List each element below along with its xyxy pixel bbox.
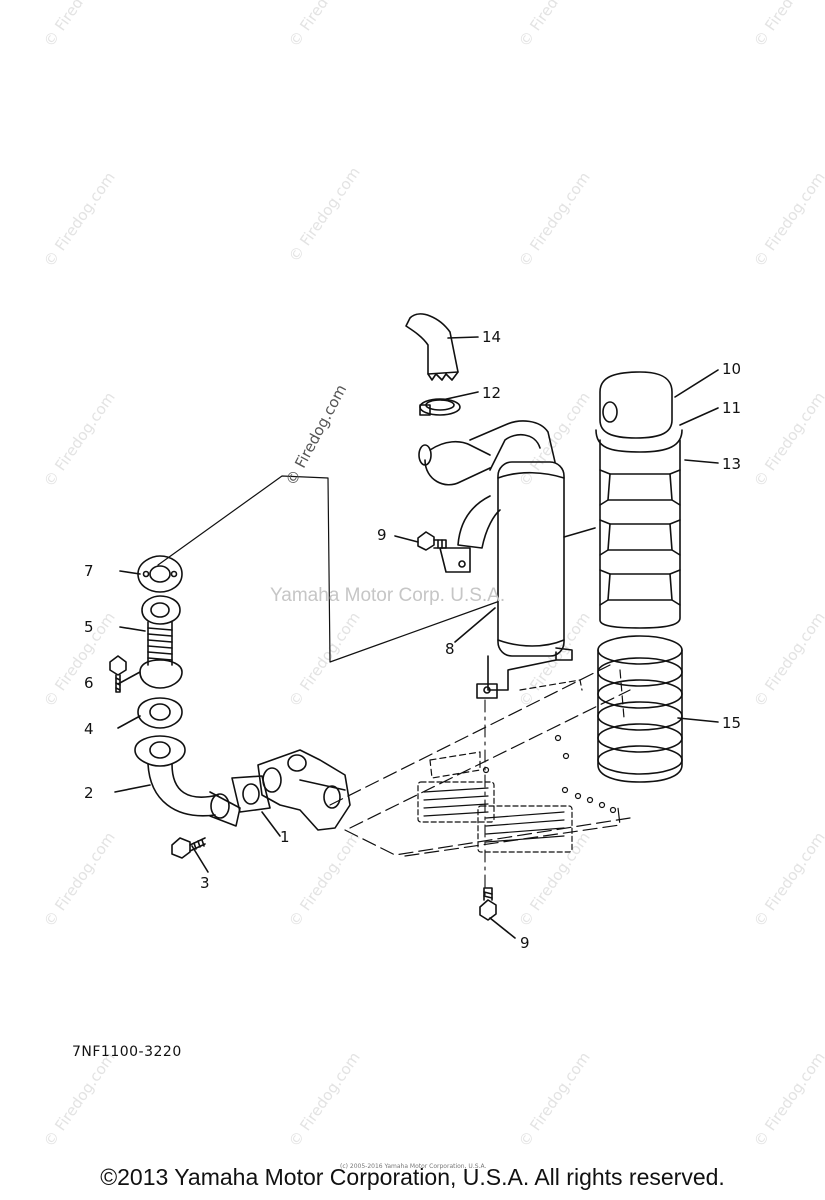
part-3-bolt: [171, 837, 206, 859]
part-15-insulator: [597, 635, 683, 783]
callout-10: 10: [722, 360, 742, 378]
part-2-exhaust-pipe: [134, 735, 241, 827]
leader-lines: [114, 336, 719, 939]
callout-6: 6: [84, 674, 94, 692]
callout-11: 11: [722, 399, 742, 417]
center-watermark: Yamaha Motor Corp. U.S.A.: [270, 585, 506, 606]
part-9-bolt-upper: [417, 531, 447, 551]
callout-15: 15: [722, 714, 742, 732]
callout-1: 1: [280, 828, 290, 846]
part-8-muffler: [418, 420, 573, 699]
part-7-gasket: [137, 555, 183, 593]
callout-13: 13: [722, 455, 742, 473]
callout-3: 3: [200, 874, 210, 892]
part-6-bolt: [109, 655, 127, 693]
part-5-flex-joint: [139, 595, 183, 689]
exhaust-manifold: [257, 749, 351, 831]
part-1-gasket: [231, 775, 271, 813]
callout-14: 14: [482, 328, 502, 346]
part-9-bolt-lower: [479, 887, 497, 921]
base-frame: [329, 664, 631, 857]
part-4-gasket: [137, 697, 183, 729]
callout-5: 5: [84, 618, 94, 636]
callout-12: 12: [482, 384, 502, 402]
callout-4: 4: [84, 720, 94, 738]
part-14-tail-pipe: [405, 313, 459, 381]
callout-9-lower: 9: [520, 934, 530, 952]
callout-2: 2: [84, 784, 94, 802]
callout-8: 8: [445, 640, 455, 658]
part-12-clamp: [419, 398, 461, 416]
part-13-muffler-cover: [595, 371, 683, 629]
tiny-copyright: (c) 2005-2016 Yamaha Motor Corporation, …: [340, 1163, 487, 1170]
copyright-footer: ©2013 Yamaha Motor Corporation, U.S.A. A…: [100, 1164, 725, 1190]
callout-9-upper: 9: [377, 526, 387, 544]
callout-7: 7: [84, 562, 94, 580]
diagram-part-number: 7NF1100-3220: [72, 1044, 182, 1060]
